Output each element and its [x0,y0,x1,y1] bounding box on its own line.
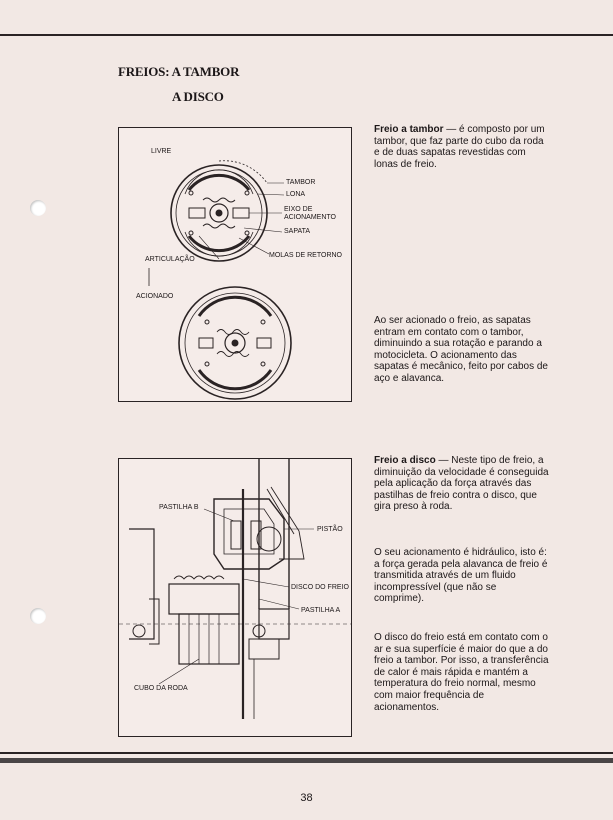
drum-intro-paragraph: Freio a tambor — é composto por um tambo… [374,124,549,170]
label-tambor: TAMBOR [286,179,316,186]
disc-brake-figure: PASTILHA B PISTÃO DISCO DO FREIO PASTILH… [118,458,352,737]
label-pastilha-a: PASTILHA A [301,607,341,614]
disc-hydraulic-paragraph: O seu acionamento é hidráulico, isto é: … [374,547,548,605]
binder-hole-bottom [30,608,46,624]
label-eixo: EIXO DE [284,206,313,213]
bottom-rule-thick [0,758,613,763]
disc-heading: Freio a disco [374,455,436,466]
page-number: 38 [300,792,313,804]
label-pastilha-b: PASTILHA B [159,504,199,511]
drum-heading: Freio a tambor [374,124,444,135]
label-pistao: PISTÃO [317,526,343,533]
drum-brake-figure: LIVRE TAMBOR LONA EIXO DE ACIONAMENTO SA… [118,127,352,402]
drum-body: — é composto por um tambor, que faz part… [374,124,545,170]
drum-brake-drawing [148,160,292,400]
label-disco: DISCO DO FREIO [291,584,349,591]
disc-intro-paragraph: Freio a disco — Neste tipo de freio, a d… [374,455,549,513]
label-acionado: ACIONADO [136,293,174,300]
top-rule [0,34,613,36]
bottom-rule [0,752,613,754]
label-sapata: SAPATA [284,228,311,235]
label-molas: MOLAS DE RETORNO [269,252,342,259]
disc-brake-drawing [119,459,351,719]
label-acionamento: ACIONAMENTO [284,214,336,221]
page-subtitle: A DISCO [172,89,224,104]
drum-action-paragraph: Ao ser acionado o freio, as sapatas entr… [374,315,548,384]
binder-hole-top [30,200,46,216]
page-title: FREIOS: A TAMBOR [118,64,240,79]
label-articulacao: ARTICULAÇÃO [145,256,195,263]
disc-contact-paragraph: O disco do freio está em contato com o a… [374,632,549,713]
label-livre: LIVRE [151,148,172,155]
label-lona: LONA [286,191,306,198]
disc-body: — Neste tipo de freio, a diminuição da v… [374,455,549,513]
label-cubo: CUBO DA RODA [134,685,188,692]
